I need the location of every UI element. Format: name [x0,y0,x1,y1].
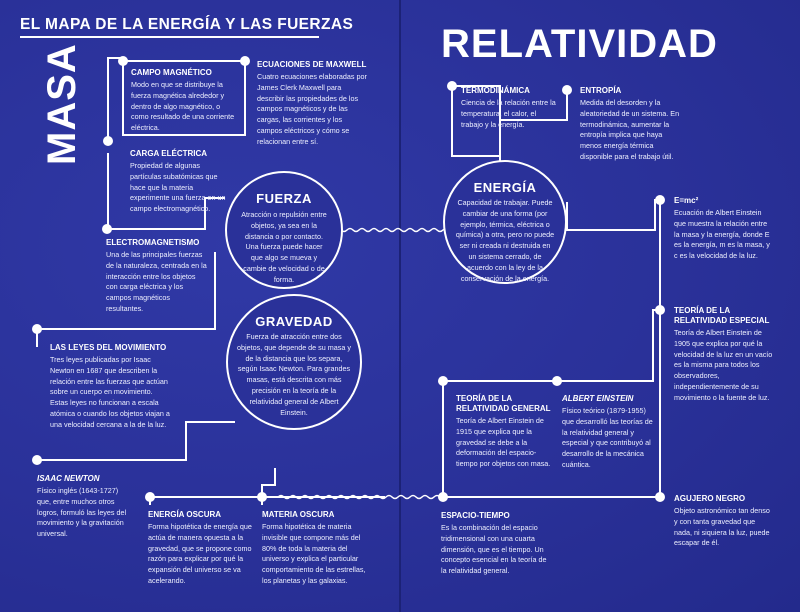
fuerza-description: Atracción o repulsión entre objetos, ya … [241,210,327,284]
node-title: MATERIA OSCURA [262,510,335,519]
node-title: LAS LEYES DEL MOVIMIENTO [50,343,167,352]
node-title: ENERGÍA OSCURA [148,510,222,519]
node-title: TEORÍA DE LA RELATIVIDAD GENERAL [456,394,551,413]
node-description: Físico inglés (1643-1727) que, entre muc… [37,486,127,539]
node-description: Propiedad de algunas partículas subatómi… [130,161,226,214]
section-title-masa: MASA [40,43,84,165]
node-description: Es la combinación del espacio tridimensi… [441,523,547,576]
gravedad-circle: GRAVEDAD Fuerza de atracción entre dos o… [226,294,362,430]
node-ecuaciones-maxwell: ECUACIONES DE MAXWELL Cuatro ecuaciones … [257,60,367,148]
node-description: Objeto astronómico tan denso y con tanta… [674,506,770,548]
node-description: Ciencia de la relación entre la temperat… [461,98,556,129]
node-description: Teoría de Albert Einstein de 1905 que ex… [674,328,773,402]
node-title: ISAAC NEWTON [37,474,100,483]
fuerza-circle: FUERZA Atracción o repulsión entre objet… [225,171,343,289]
node-materia-oscura: MATERIA OSCURA Forma hipotética de mater… [262,510,366,587]
node-title: E=mc² [674,196,699,205]
node-title: ESPACIO-TIEMPO [441,511,510,520]
node-description: Modo en que se distribuye la fuerza magn… [131,80,235,133]
node-description: Físico teórico (1879-1955) que desarroll… [562,406,653,469]
node-isaac-newton: ISAAC NEWTON Físico inglés (1643-1727) q… [37,474,129,540]
node-title: TEORÍA DE LA RELATIVIDAD ESPECIAL [674,306,770,325]
node-description: Forma hipotética de materia invisible qu… [262,522,366,585]
node-carga-electrica: CARGA ELÉCTRICA Propiedad de algunas par… [130,149,228,215]
section-title-relatividad: RELATIVIDAD [441,22,718,66]
node-campo-magnetico: CAMPO MAGNÉTICO Modo en que se distribuy… [131,68,239,134]
node-termodinamica: TERMODINÁMICA Ciencia de la relación ent… [461,86,559,130]
node-title: ENTROPÍA [580,86,622,95]
node-description: Medida del desorden y la aleatoriedad de… [580,98,680,161]
node-title: ALBERT EINSTEIN [562,394,634,403]
node-albert-einstein: ALBERT EINSTEIN Físico teórico (1879-195… [562,394,654,471]
energia-description: Capacidad de trabajar. Puede cambiar de … [455,198,555,283]
node-description: Cuatro ecuaciones elaboradas por James C… [257,72,367,146]
node-agujero-negro: AGUJERO NEGRO Objeto astronómico tan den… [674,494,770,549]
node-electromagnetismo: ELECTROMAGNETISMO Una de las principales… [106,238,208,315]
node-title: TERMODINÁMICA [461,86,530,95]
node-title: CARGA ELÉCTRICA [130,149,208,158]
node-title: CAMPO MAGNÉTICO [131,68,212,77]
node-energia-oscura: ENERGÍA OSCURA Forma hipotética de energ… [148,510,252,587]
energia-title: ENERGÍA [473,180,537,195]
energia-circle: ENERGÍA Capacidad de trabajar. Puede cam… [443,160,567,284]
node-espacio-tiempo: ESPACIO-TIEMPO Es la combinación del esp… [441,511,551,577]
node-description: Forma hipotética de energía que actúa de… [148,522,252,585]
node-emc2: E=mc² Ecuación de Albert Einstein que mu… [674,196,770,262]
fuerza-title: FUERZA [256,191,312,206]
node-description: Tres leyes publicadas por Isaac Newton e… [50,355,170,429]
page-fold [399,0,401,612]
node-description: Una de las principales fuerzas de la nat… [106,250,207,313]
node-leyes-movimiento: LAS LEYES DEL MOVIMIENTO Tres leyes publ… [50,343,172,431]
gravedad-description: Fuerza de atracción entre dos objetos, q… [237,332,351,417]
node-title: AGUJERO NEGRO [674,494,746,503]
page-title: EL MAPA DE LA ENERGÍA Y LAS FUERZAS [20,16,354,33]
node-title: ELECTROMAGNETISMO [106,238,200,247]
title-underline [20,36,319,38]
node-relatividad-especial: TEORÍA DE LA RELATIVIDAD ESPECIAL Teoría… [674,306,774,404]
node-description: Ecuación de Albert Einstein que muestra … [674,208,770,261]
gravedad-title: GRAVEDAD [255,314,333,329]
node-title: ECUACIONES DE MAXWELL [257,60,367,69]
node-relatividad-general: TEORÍA DE LA RELATIVIDAD GENERAL Teoría … [456,394,552,470]
node-description: Teoría de Albert Einstein de 1915 que ex… [456,416,551,469]
node-entropia: ENTROPÍA Medida del desorden y la aleato… [580,86,684,163]
